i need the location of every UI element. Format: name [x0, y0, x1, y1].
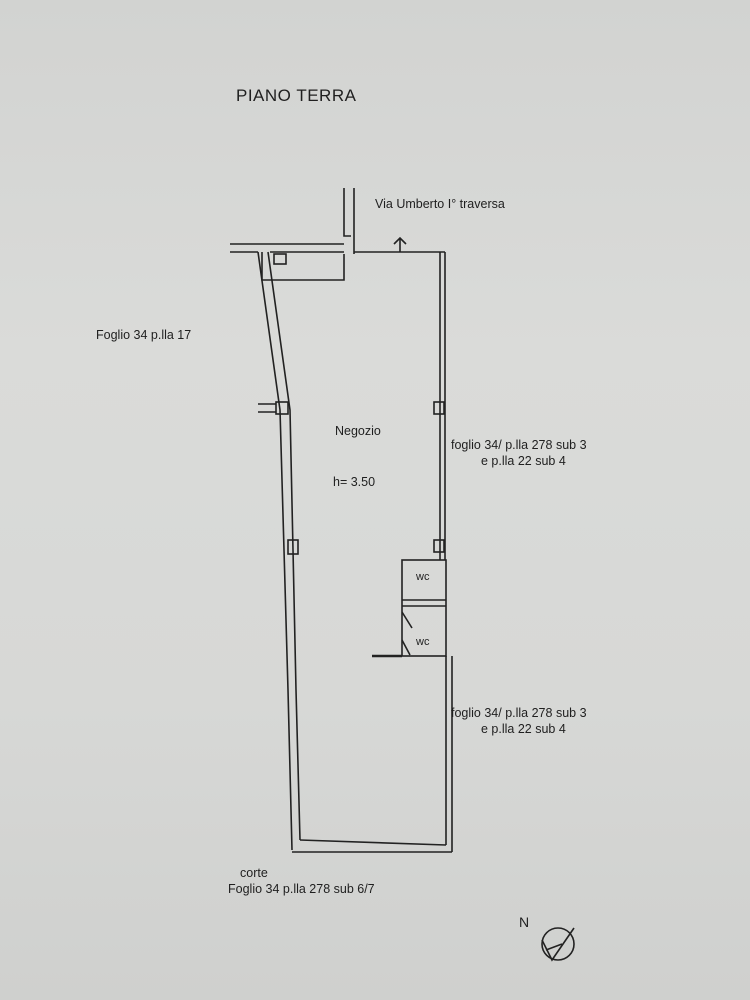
pillar-mid: [287, 539, 299, 555]
right-parcel-lower-line1: foglio 34/ p.lla 278 sub 3: [451, 706, 587, 720]
lower-right-wall: [445, 656, 453, 852]
inner-top-room: [261, 252, 345, 281]
entrance-arrow: [393, 236, 407, 252]
left-wall-outer: [257, 251, 293, 851]
top-wall: [230, 243, 445, 253]
north-label: N: [519, 914, 530, 930]
right-parcel-upper-line1: foglio 34/ p.lla 278 sub 3: [451, 438, 587, 452]
room-name: Negozio: [335, 424, 381, 438]
street-label: Via Umberto I° traversa: [375, 197, 505, 211]
room-height: h= 3.50: [333, 475, 376, 489]
right-wall-outer: [439, 252, 446, 560]
left-wall-inner: [267, 251, 301, 841]
side-opening: [258, 403, 276, 413]
plan-title: PIANO TERRA: [236, 86, 357, 105]
bottom-wall: [292, 839, 452, 853]
right-parcel-upper-line2: e p.lla 22 sub 4: [481, 454, 566, 468]
wc-upper-label: wc: [416, 571, 430, 583]
wc-block: [401, 559, 447, 657]
wc-divider: [402, 599, 446, 607]
pillar-left: [275, 401, 289, 415]
street-wall-left: [343, 188, 351, 237]
wc-door-lines: [401, 611, 413, 656]
left-parcel-label: Foglio 34 p.lla 17: [96, 328, 192, 342]
right-parcel-lower-line2: e p.lla 22 sub 4: [481, 722, 566, 736]
courtyard-label: corte: [240, 866, 268, 880]
column-right-1: [433, 401, 445, 415]
column-right-2: [433, 539, 445, 553]
wc-lower-label: wc: [416, 636, 430, 648]
courtyard-parcel-label: Foglio 34 p.lla 278 sub 6/7: [228, 882, 375, 896]
pillar-top: [273, 253, 287, 265]
north-arrow: [541, 927, 575, 962]
